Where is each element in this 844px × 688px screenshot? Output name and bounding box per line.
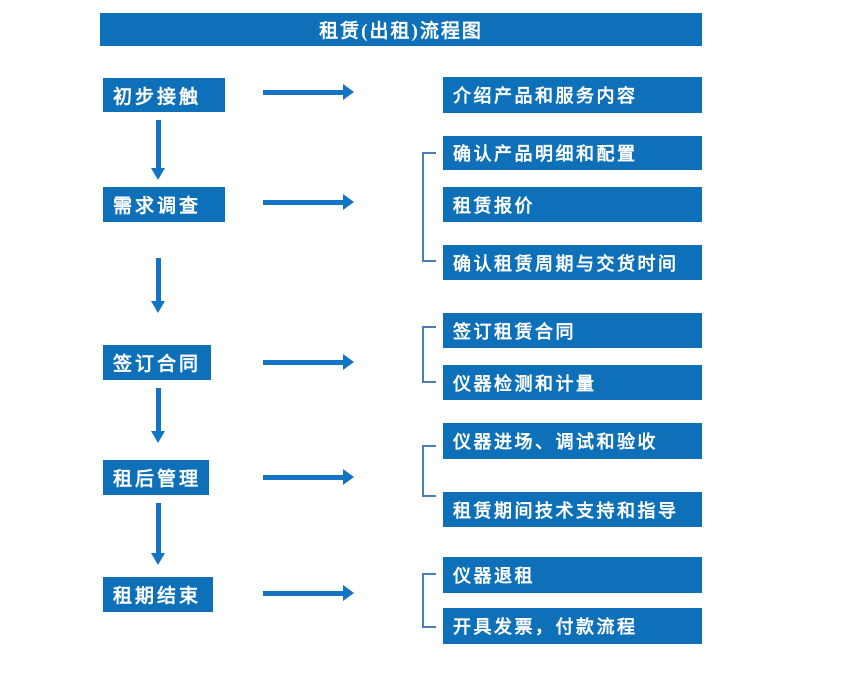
down-arrow [151, 388, 165, 443]
stage-box-initial-contact: 初步接触 [103, 78, 225, 112]
arrow-line [263, 474, 343, 480]
arrow-head-icon [151, 168, 165, 180]
detail-box: 确认租赁周期与交货时间 [443, 245, 702, 280]
right-arrow [263, 354, 354, 370]
detail-box: 签订租赁合同 [443, 313, 702, 348]
arrow-head-icon [343, 194, 354, 210]
arrow-line [263, 359, 343, 365]
right-arrow [263, 194, 354, 210]
arrow-line [263, 89, 343, 95]
arrow-head-icon [151, 553, 165, 565]
stage-box-demand-survey: 需求调查 [103, 187, 225, 222]
detail-box: 确认产品明细和配置 [443, 136, 702, 170]
group-bracket [422, 445, 436, 497]
group-bracket [422, 326, 436, 383]
arrow-head-icon [343, 469, 354, 485]
down-arrow [151, 258, 165, 313]
arrow-line [263, 199, 343, 205]
arrow-head-icon [151, 301, 165, 313]
detail-box: 介绍产品和服务内容 [443, 77, 702, 113]
arrow-line [155, 258, 161, 301]
arrow-head-icon [343, 84, 354, 100]
right-arrow [263, 469, 354, 485]
arrow-line [263, 590, 343, 596]
detail-box: 开具发票，付款流程 [443, 608, 702, 644]
arrow-head-icon [343, 585, 354, 601]
detail-box: 租赁期间技术支持和指导 [443, 492, 702, 527]
detail-box: 仪器进场、调试和验收 [443, 423, 702, 459]
detail-box: 租赁报价 [443, 187, 702, 222]
right-arrow [263, 84, 354, 100]
flowchart-title: 租赁(出租)流程图 [100, 13, 702, 46]
arrow-line [155, 120, 161, 168]
detail-box: 仪器退租 [443, 557, 702, 593]
stage-box-post-rental-management: 租后管理 [103, 460, 209, 495]
stage-box-sign-contract: 签订合同 [103, 345, 211, 380]
down-arrow [151, 120, 165, 180]
group-bracket [422, 152, 436, 262]
stage-box-rental-end: 租期结束 [103, 577, 213, 612]
down-arrow [151, 503, 165, 565]
right-arrow [263, 585, 354, 601]
arrow-line [155, 503, 161, 553]
detail-box: 仪器检测和计量 [443, 365, 702, 400]
arrow-line [155, 388, 161, 431]
group-bracket [422, 573, 436, 628]
arrow-head-icon [151, 431, 165, 443]
arrow-head-icon [343, 354, 354, 370]
